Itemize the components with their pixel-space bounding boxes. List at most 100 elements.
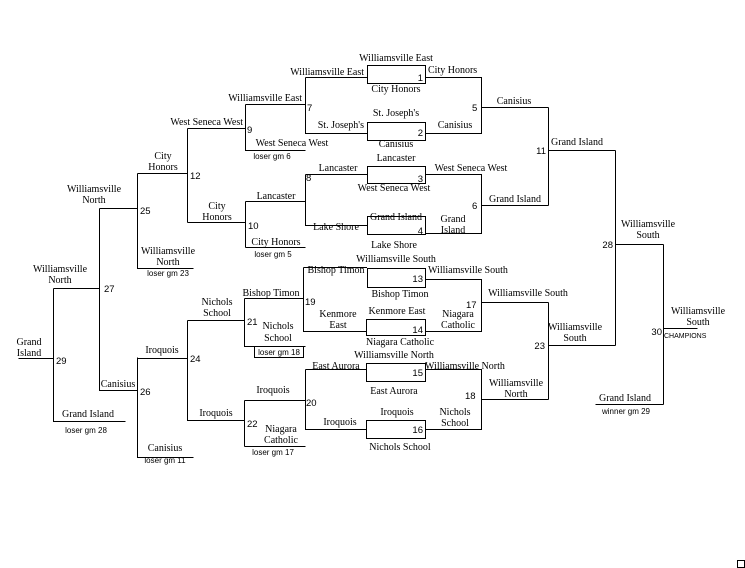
- game-box-1: [367, 65, 426, 84]
- game-number: 18: [465, 391, 476, 402]
- team-label: Williamsville East: [290, 67, 364, 78]
- game-number: 16: [412, 425, 423, 436]
- team-label: South: [636, 230, 659, 241]
- team-label: School: [264, 333, 292, 344]
- team-label: Bishop Timon: [372, 289, 429, 300]
- game-number: 17: [466, 300, 477, 311]
- team-label: Grand: [17, 337, 42, 348]
- team-label: Kenmore: [319, 309, 357, 320]
- team-label: Iroquois: [199, 408, 232, 419]
- team-label: Nichols: [439, 407, 470, 418]
- team-label: Nichols: [201, 297, 232, 308]
- team-label: School: [203, 308, 231, 319]
- team-label: Grand Island: [62, 409, 114, 420]
- team-label: Island: [441, 225, 465, 236]
- game-number: 21: [247, 317, 258, 328]
- team-label: North: [156, 257, 179, 268]
- team-label: North: [82, 195, 105, 206]
- game-number: 8: [306, 173, 311, 184]
- loser-note: loser gm 23: [147, 269, 189, 278]
- team-label: Iroquois: [256, 385, 289, 396]
- team-label: Williamsville: [621, 219, 676, 230]
- loser-note: loser gm 5: [254, 250, 292, 259]
- game-number: 28: [602, 240, 613, 251]
- team-label: Iroquois: [323, 417, 356, 428]
- game-number: 19: [305, 297, 316, 308]
- team-label: City Honors: [371, 84, 420, 95]
- team-label: Bishop Timon: [243, 288, 300, 299]
- game-box-4: [367, 216, 426, 235]
- game-number: 11: [536, 146, 546, 157]
- team-label: City Honors: [251, 237, 300, 248]
- team-label: Lancaster: [257, 191, 297, 202]
- game-number: 5: [472, 103, 477, 114]
- game-number: 30: [651, 327, 662, 338]
- game-number: 24: [190, 354, 201, 365]
- game-numbers: 1 2 3 4 5 6 7 8 9 10 11 12 13 14 15 16 1…: [56, 73, 662, 436]
- game-number: 12: [190, 171, 201, 182]
- team-label: North: [48, 275, 71, 286]
- game-number: 22: [247, 419, 258, 430]
- team-label: City Honors: [428, 65, 477, 76]
- team-label: Lake Shore: [371, 240, 417, 251]
- team-label: Niagara: [442, 309, 474, 320]
- champion-label: Williamsville: [671, 306, 726, 317]
- team-label: Williamsville: [141, 246, 196, 257]
- game-number: 9: [247, 125, 252, 136]
- team-label: Niagara: [265, 424, 297, 435]
- team-label: Grand Island: [551, 137, 603, 148]
- game-box-2: [367, 122, 426, 141]
- game-number: 23: [534, 341, 545, 352]
- game-number: 3: [418, 174, 423, 185]
- team-label: Canisius: [438, 120, 473, 131]
- team-label: Honors: [202, 212, 232, 223]
- game-number: 1: [418, 73, 423, 84]
- team-label: Grand: [441, 214, 466, 225]
- team-label: School: [441, 418, 469, 429]
- team-label: South: [563, 333, 586, 344]
- team-label: Canisius: [379, 139, 414, 150]
- team-label: Catholic: [264, 435, 298, 446]
- game-number: 25: [140, 206, 151, 217]
- game-number: 26: [140, 387, 151, 398]
- game-box-13: [367, 268, 426, 288]
- team-label: St. Joseph's: [373, 108, 419, 119]
- game-number: 29: [56, 356, 67, 367]
- team-label: North: [504, 389, 527, 400]
- team-label: Williamsville East: [359, 53, 433, 64]
- team-label: Catholic: [441, 320, 475, 331]
- corner-square: [737, 560, 745, 568]
- loser-note: loser gm 11: [144, 456, 186, 465]
- team-label: Williamsville South: [488, 288, 568, 299]
- game-number: 15: [412, 368, 423, 379]
- team-label: Niagara Catholic: [366, 337, 435, 348]
- team-label: East Aurora: [370, 386, 418, 397]
- team-label: Canisius: [101, 379, 136, 390]
- team-label: West Seneca West: [170, 117, 243, 128]
- team-label: Williamsville East: [228, 93, 302, 104]
- loser-note: loser gm 17: [252, 448, 294, 457]
- team-label: West Seneca West: [435, 163, 508, 174]
- team-label: Canisius: [497, 96, 532, 107]
- game-number: 20: [306, 398, 317, 409]
- team-label: West Seneca West: [256, 138, 329, 149]
- team-label: Iroquois: [145, 345, 178, 356]
- game-box-14: [366, 319, 426, 336]
- team-label: St. Joseph's: [318, 120, 364, 131]
- champion-label: South: [686, 317, 709, 328]
- team-label: Williamsville North: [354, 350, 434, 361]
- team-label: Grand Island: [489, 194, 541, 205]
- team-label: Kenmore East: [369, 306, 426, 317]
- team-label: Iroquois: [380, 407, 413, 418]
- team-label: Lancaster: [377, 153, 417, 164]
- loser-note: loser gm 6: [253, 152, 291, 161]
- loser-note: loser gm 18: [258, 348, 300, 357]
- team-label: Lake Shore: [313, 222, 359, 233]
- team-label: Nichols School: [369, 442, 431, 453]
- team-label: East Aurora: [312, 361, 360, 372]
- team-label: Williamsville: [548, 322, 603, 333]
- game-box-15: [366, 363, 426, 382]
- game-number: 13: [412, 274, 423, 285]
- game-number: 27: [104, 284, 115, 295]
